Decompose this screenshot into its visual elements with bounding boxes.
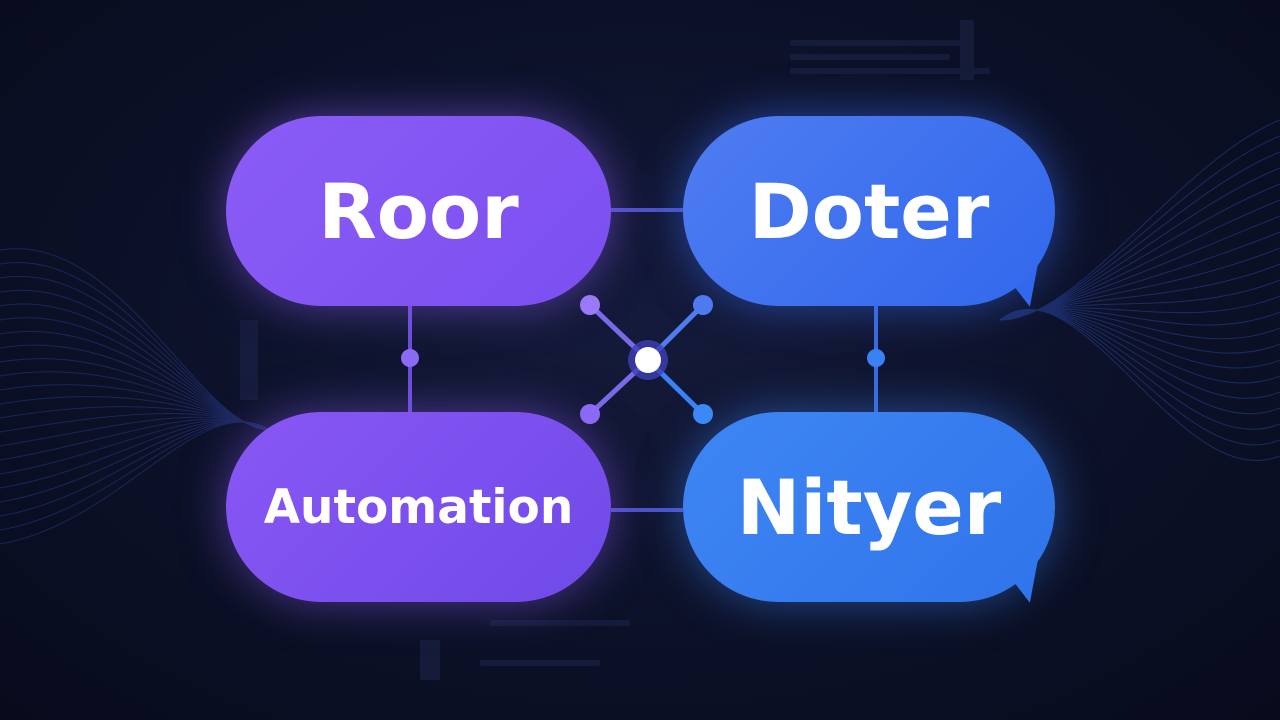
node-doter-label: Doter bbox=[748, 166, 990, 256]
node-doter[interactable]: Doter bbox=[683, 116, 1055, 306]
node-automation-label: Automation bbox=[263, 479, 574, 535]
node-nityer-label: Nityer bbox=[736, 462, 1002, 552]
connector-left-dot bbox=[401, 349, 419, 367]
node-automation[interactable]: Automation bbox=[226, 412, 611, 602]
wave-lines-left bbox=[0, 248, 271, 545]
node-roor[interactable]: Roor bbox=[226, 116, 611, 306]
hub-icon bbox=[580, 295, 713, 424]
node-roor-label: Roor bbox=[318, 166, 519, 256]
wave-lines-right bbox=[999, 119, 1280, 461]
circuit-texture bbox=[240, 20, 990, 680]
connector-right-dot bbox=[867, 349, 885, 367]
node-nityer[interactable]: Nityer bbox=[683, 412, 1055, 602]
